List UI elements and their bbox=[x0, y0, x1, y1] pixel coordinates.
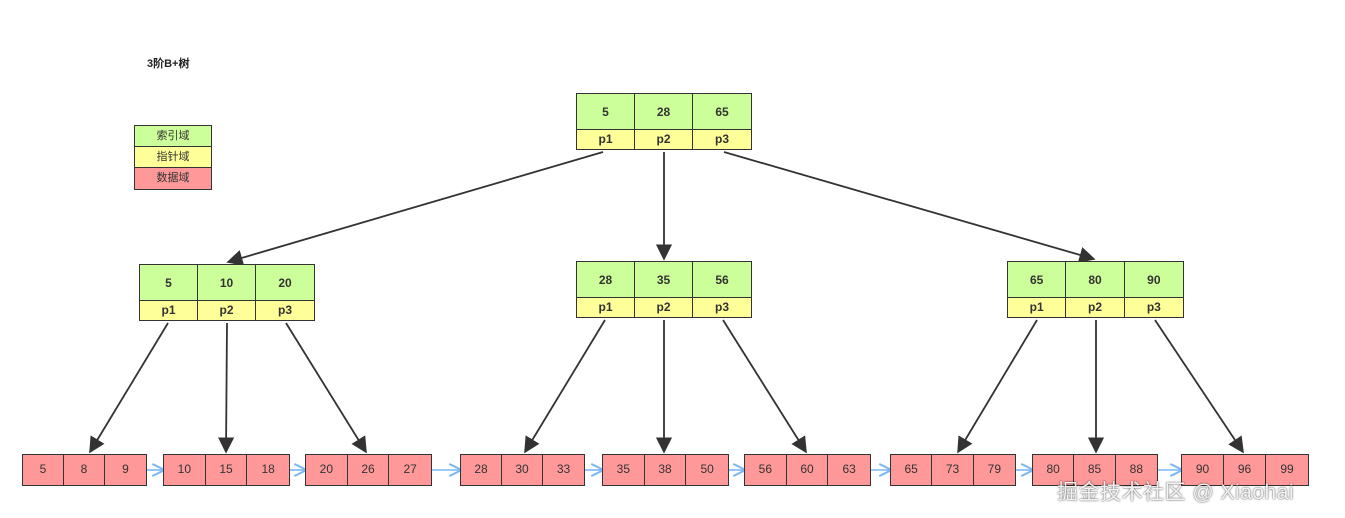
leaf-value: 99 bbox=[1266, 455, 1308, 485]
internal-key: 5 bbox=[140, 265, 198, 301]
internal-pointer: p1 bbox=[140, 301, 198, 320]
root-key: 65 bbox=[693, 94, 751, 130]
leaf-node-1: 5 8 9 bbox=[22, 454, 147, 486]
leaf-node-8: 80 85 88 bbox=[1032, 454, 1158, 486]
root-pointer: p2 bbox=[635, 130, 693, 149]
leaf-value: 90 bbox=[1182, 455, 1224, 485]
leaf-value: 50 bbox=[686, 455, 728, 485]
internal-pointer: p2 bbox=[1066, 298, 1125, 317]
internal-pointer: p3 bbox=[256, 301, 314, 320]
tree-edge bbox=[285, 322, 367, 454]
internal-key: 10 bbox=[198, 265, 256, 301]
tree-edge bbox=[218, 322, 235, 454]
leaf-value: 80 bbox=[1033, 455, 1075, 485]
root-pointer: p1 bbox=[577, 130, 635, 149]
leaf-value: 18 bbox=[247, 455, 289, 485]
tree-edge bbox=[524, 319, 606, 454]
internal-pointer: p2 bbox=[635, 298, 693, 317]
leaf-value: 15 bbox=[205, 455, 248, 485]
leaf-value: 96 bbox=[1224, 455, 1266, 485]
leaf-value: 9 bbox=[105, 455, 146, 485]
legend-data-field: 数据域 bbox=[135, 168, 211, 189]
leaf-value: 5 bbox=[23, 455, 64, 485]
leaf-value: 56 bbox=[745, 455, 787, 485]
leaf-node-4: 28 30 33 bbox=[460, 454, 585, 486]
leaf-node-6: 56 60 63 bbox=[744, 454, 871, 486]
leaf-node-7: 65 73 79 bbox=[890, 454, 1016, 486]
leaf-value: 10 bbox=[164, 455, 206, 485]
leaf-value: 63 bbox=[828, 455, 870, 485]
leaf-value: 33 bbox=[543, 455, 584, 485]
internal-key: 65 bbox=[1008, 262, 1067, 298]
internal-key: 56 bbox=[693, 262, 751, 298]
internal-key: 28 bbox=[577, 262, 635, 298]
internal-node-1: 5 10 20 p1 p2 p3 bbox=[139, 264, 315, 321]
tree-edge bbox=[957, 319, 1038, 454]
root-node: 5 28 65 p1 p2 p3 bbox=[576, 93, 752, 150]
leaf-value: 73 bbox=[932, 455, 974, 485]
leaf-value: 27 bbox=[389, 455, 431, 485]
internal-pointer: p3 bbox=[693, 298, 751, 317]
root-key: 5 bbox=[577, 94, 635, 130]
leaf-value: 26 bbox=[347, 455, 390, 485]
leaf-value: 79 bbox=[973, 455, 1015, 485]
legend: 索引域 指针域 数据域 bbox=[134, 125, 212, 190]
internal-node-2: 28 35 56 p1 p2 p3 bbox=[576, 261, 752, 318]
tree-edge bbox=[723, 151, 1096, 263]
tree-edge bbox=[1154, 319, 1244, 454]
leaf-value: 30 bbox=[502, 455, 543, 485]
tree-edge bbox=[722, 319, 807, 454]
leaf-value: 8 bbox=[64, 455, 105, 485]
leaf-value: 20 bbox=[306, 455, 348, 485]
leaf-value: 28 bbox=[461, 455, 502, 485]
internal-key: 20 bbox=[256, 265, 314, 301]
root-key: 28 bbox=[635, 94, 693, 130]
internal-node-3: 65 80 90 p1 p2 p3 bbox=[1007, 261, 1184, 318]
diagram-title: 3阶B+树 bbox=[147, 58, 190, 70]
internal-pointer: p2 bbox=[198, 301, 256, 320]
internal-key: 80 bbox=[1066, 262, 1125, 298]
leaf-value: 38 bbox=[644, 455, 687, 485]
internal-pointer: p3 bbox=[1124, 298, 1183, 317]
leaf-node-9: 90 96 99 bbox=[1181, 454, 1309, 486]
leaf-value: 60 bbox=[786, 455, 829, 485]
tree-edge bbox=[89, 322, 169, 454]
leaf-value: 85 bbox=[1074, 455, 1116, 485]
leaf-value: 88 bbox=[1115, 455, 1157, 485]
leaf-value: 65 bbox=[891, 455, 933, 485]
internal-key: 35 bbox=[635, 262, 693, 298]
legend-index-field: 索引域 bbox=[135, 126, 211, 147]
root-pointer: p3 bbox=[693, 130, 751, 149]
watermark: 掘金技术社区 @ Xiaohai bbox=[1057, 481, 1295, 504]
internal-key: 90 bbox=[1124, 262, 1183, 298]
leaf-value: 35 bbox=[603, 455, 645, 485]
leaf-node-2: 10 15 18 bbox=[163, 454, 290, 486]
legend-pointer-field: 指针域 bbox=[135, 147, 211, 168]
leaf-node-5: 35 38 50 bbox=[602, 454, 729, 486]
internal-pointer: p1 bbox=[577, 298, 635, 317]
leaf-node-3: 20 26 27 bbox=[305, 454, 432, 486]
internal-pointer: p1 bbox=[1008, 298, 1067, 317]
tree-edge bbox=[226, 151, 604, 266]
